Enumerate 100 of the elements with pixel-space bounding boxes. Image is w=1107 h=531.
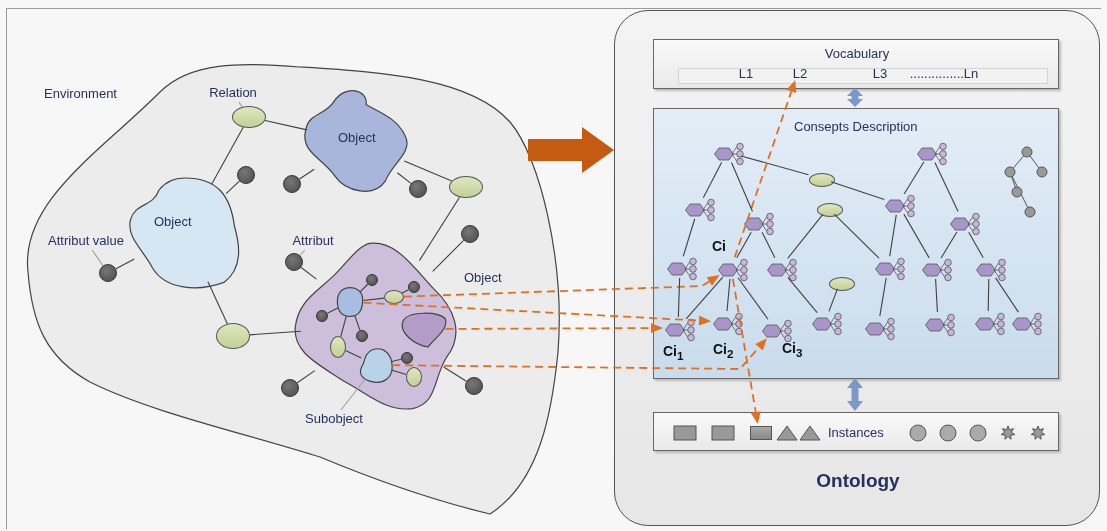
environment-title: Environment	[44, 86, 117, 102]
attribute-label: Attribut	[292, 233, 334, 249]
connector-line	[362, 297, 385, 302]
connector-line	[359, 283, 369, 293]
concept-hexagon	[925, 314, 955, 336]
double-arrow	[847, 378, 863, 411]
connector-line	[740, 155, 809, 176]
concept-hexagon	[976, 259, 1006, 281]
ontology-panel	[614, 10, 1100, 526]
concept-hexagon	[922, 259, 952, 281]
connector-line	[736, 231, 752, 259]
leader-line	[299, 249, 306, 256]
object-label: Object	[338, 130, 376, 146]
subobject-blob	[335, 286, 365, 318]
ontology-title: Ontology	[815, 473, 901, 489]
connector-line	[879, 277, 887, 317]
mapping-arrow	[391, 338, 767, 370]
leader-line	[238, 101, 243, 108]
connector-line	[443, 366, 467, 382]
connector-line	[726, 278, 731, 312]
connector-line	[987, 278, 990, 312]
term-label: L1	[738, 66, 754, 82]
connector-line	[225, 180, 240, 195]
mapping-arrow	[403, 275, 720, 298]
connector-line	[935, 278, 938, 313]
concept-hexagon	[975, 313, 1005, 335]
connector-line	[340, 315, 347, 338]
concept-label: Ci$_{1}$	[663, 343, 684, 364]
concept-hexagon	[865, 318, 895, 340]
concept-hexagon	[1012, 313, 1042, 335]
connector-line	[390, 369, 407, 376]
connector-line	[115, 258, 135, 270]
connector-line	[391, 358, 402, 362]
double-arrow	[847, 88, 863, 107]
concept-hexagon	[917, 143, 947, 165]
relation-ellipse	[809, 173, 835, 187]
leader-line	[340, 377, 367, 411]
instance-square	[750, 426, 772, 440]
connector-line	[685, 276, 724, 320]
instances-box	[653, 412, 1059, 451]
mapping-arrow	[362, 301, 712, 326]
concept-hexagon	[950, 213, 980, 235]
concept-hexagon	[714, 143, 744, 165]
connector-line	[730, 161, 754, 213]
concept-hexagon	[812, 313, 842, 335]
connector-line	[401, 289, 410, 294]
mapping-arrow	[733, 80, 797, 259]
object-label: Object	[154, 214, 192, 230]
connector-line	[787, 213, 824, 260]
connector-line	[345, 350, 362, 359]
connector-line	[830, 181, 885, 200]
connector-line	[249, 330, 302, 336]
connector-line	[995, 277, 1019, 313]
concept-label: Ci$_{3}$	[782, 340, 803, 361]
connector-line	[934, 161, 959, 213]
mapping-arrow	[731, 278, 761, 424]
object-label: Object	[464, 270, 502, 286]
term-label: L3	[872, 66, 888, 82]
connector-line	[296, 370, 316, 384]
connector-line	[761, 231, 776, 259]
connector-line	[207, 281, 228, 325]
subobject-label: Subobject	[305, 411, 363, 427]
connector-line	[403, 160, 453, 182]
term-label: L2	[792, 66, 808, 82]
connector-line	[396, 172, 412, 184]
connector-line	[889, 214, 897, 257]
attribute-value-label: Attribut value	[48, 233, 124, 249]
relation-ellipse	[817, 203, 843, 217]
connector-line	[264, 120, 308, 131]
concept-hexagon	[744, 213, 774, 235]
block-arrow	[528, 127, 614, 173]
concept-label: Ci$_{2}$	[713, 341, 734, 362]
concepts-box	[653, 108, 1059, 379]
connector-line	[737, 277, 769, 320]
connector-line	[677, 277, 681, 318]
connector-line	[298, 168, 315, 180]
connector-line	[828, 288, 838, 312]
concept-hexagon	[885, 195, 915, 217]
vocabulary-title: Vocabulary	[823, 46, 891, 62]
vocabulary-box	[653, 39, 1059, 89]
instances-label: Instances	[828, 425, 884, 441]
leader-line	[91, 249, 104, 267]
connector-line	[787, 276, 818, 314]
connector-line	[702, 161, 723, 199]
concept-hexagon	[875, 258, 905, 280]
connector-line	[432, 239, 465, 272]
connector-line	[833, 213, 880, 259]
term-label: ...............Ln	[909, 66, 979, 82]
concept-hexagon	[767, 259, 797, 281]
mapping-arrow	[444, 323, 663, 334]
relation-ellipse	[829, 277, 855, 291]
connector-line	[418, 196, 461, 262]
connector-line	[354, 314, 361, 331]
concept-hexagon	[685, 199, 715, 221]
concept-hexagon	[667, 258, 697, 280]
concepts-title: Consepts Description	[794, 119, 918, 135]
connector-line	[940, 231, 958, 259]
connector-line	[300, 266, 317, 280]
connector-line	[211, 126, 244, 185]
connector-line	[903, 161, 925, 195]
